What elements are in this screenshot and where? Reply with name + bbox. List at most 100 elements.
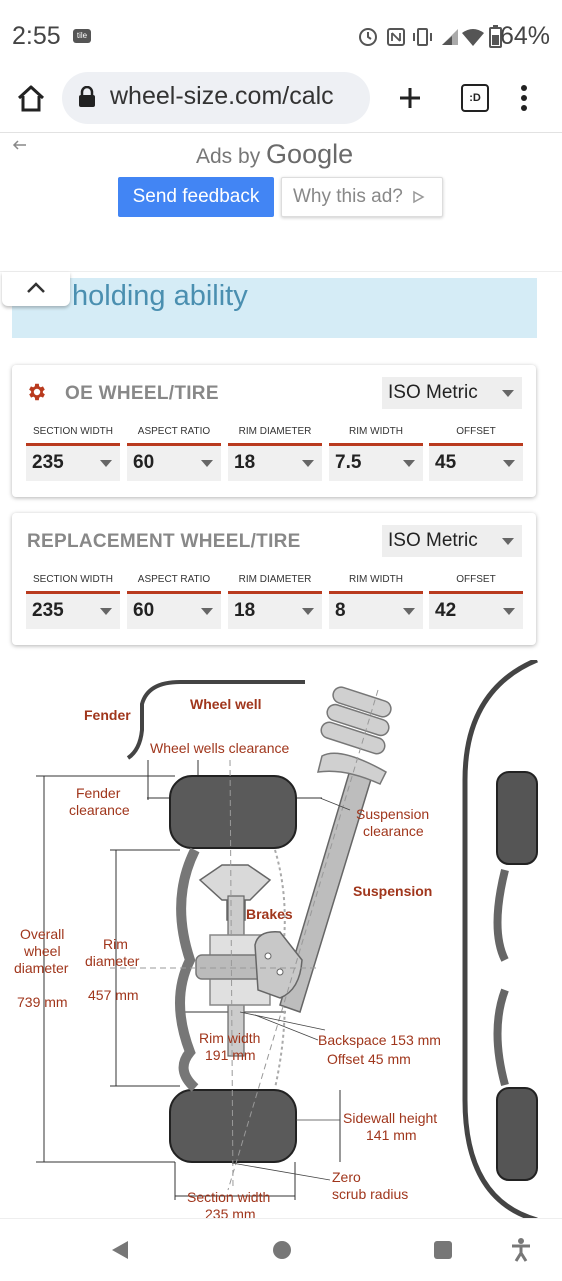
oe-system-select[interactable]: ISO Metric bbox=[382, 377, 522, 409]
label-rim-diameter-1: Rim bbox=[103, 936, 128, 952]
replacement-system-select[interactable]: ISO Metric bbox=[382, 525, 522, 557]
chevron-down-icon bbox=[302, 608, 314, 615]
android-nav-bar bbox=[0, 1218, 562, 1281]
nfc-icon bbox=[387, 28, 405, 46]
label-rim-width-1: Rim width bbox=[199, 1030, 261, 1046]
ad-collapse-button[interactable] bbox=[2, 272, 70, 306]
chevron-down-icon bbox=[403, 460, 415, 467]
label-overall-value: 739 mm bbox=[17, 994, 68, 1010]
chevron-down-icon bbox=[502, 538, 514, 545]
leader-lines bbox=[231, 797, 351, 1181]
alarm-icon bbox=[359, 28, 377, 46]
label-rim-diameter-2: diameter bbox=[85, 953, 140, 969]
field-value: 60 bbox=[133, 600, 155, 621]
new-tab-icon[interactable] bbox=[398, 86, 422, 110]
oe-aspect-ratio-field: ASPECT RATIO 60 bbox=[127, 425, 221, 481]
bolt-2 bbox=[276, 968, 284, 976]
label-suspension-clearance-2: clearance bbox=[363, 823, 424, 839]
oe-wheel-tire-card: OE WHEEL/TIRE ISO Metric SECTION WIDTH 2… bbox=[12, 365, 536, 497]
oe-section-width-select[interactable]: 235 bbox=[26, 443, 120, 481]
send-feedback-button[interactable]: Send feedback bbox=[118, 177, 274, 217]
oe-rim-diameter-select[interactable]: 18 bbox=[228, 443, 322, 481]
chevron-down-icon bbox=[100, 460, 112, 467]
chevron-down-icon bbox=[503, 608, 515, 615]
label-offset: Offset 45 mm bbox=[327, 1051, 411, 1067]
label-zero-1: Zero bbox=[332, 1169, 361, 1185]
field-value: 7.5 bbox=[335, 452, 362, 473]
field-value: 42 bbox=[435, 600, 457, 621]
home-icon[interactable] bbox=[16, 84, 46, 112]
label-rim-diameter-value: 457 mm bbox=[88, 987, 139, 1003]
field-label: RIM WIDTH bbox=[349, 426, 403, 437]
field-label: OFFSET bbox=[456, 426, 496, 437]
wifi-icon bbox=[462, 29, 484, 46]
recents-icon[interactable] bbox=[432, 1239, 454, 1261]
google-logo: Google bbox=[266, 139, 354, 169]
label-fender-clearance-1: Fender bbox=[76, 785, 121, 801]
chevron-down-icon bbox=[502, 390, 514, 397]
rep-aspect-ratio-field: ASPECT RATIO 60 bbox=[127, 573, 221, 629]
label-section-1: Section width bbox=[187, 1189, 271, 1205]
rep-rim-diameter-select[interactable]: 18 bbox=[228, 591, 322, 629]
replacement-wheel-tire-card: REPLACEMENT WHEEL/TIRE ISO Metric SECTIO… bbox=[12, 513, 536, 645]
status-time: 2:55 bbox=[12, 22, 61, 50]
oe-offset-select[interactable]: 45 bbox=[429, 443, 523, 481]
rim-outline bbox=[274, 849, 286, 1089]
fender-shape bbox=[126, 680, 305, 760]
rep-offset-field: OFFSET 42 bbox=[429, 573, 523, 629]
oe-rim-width-select[interactable]: 7.5 bbox=[329, 443, 423, 481]
chevron-up-icon bbox=[27, 282, 45, 293]
rep-section-width-field: SECTION WIDTH 235 bbox=[26, 573, 120, 629]
browser-toolbar: wheel-size.com/calc :D bbox=[0, 70, 562, 133]
rep-rim-width-select[interactable]: 8 bbox=[329, 591, 423, 629]
replacement-system-value: ISO Metric bbox=[388, 530, 478, 551]
rim-profile bbox=[175, 847, 200, 1092]
field-label: ASPECT RATIO bbox=[137, 426, 211, 437]
field-value: 8 bbox=[335, 600, 346, 621]
rep-aspect-ratio-select[interactable]: 60 bbox=[127, 591, 221, 629]
tab-switcher-icon[interactable]: :D bbox=[461, 84, 489, 112]
address-bar[interactable] bbox=[62, 72, 370, 124]
rep-rim-width-field: RIM WIDTH 8 bbox=[329, 573, 423, 629]
chevron-down-icon bbox=[302, 460, 314, 467]
wheel-centerline bbox=[229, 759, 234, 1191]
bolt-1 bbox=[264, 952, 272, 960]
label-backspace: Backspace 153 mm bbox=[318, 1032, 441, 1048]
oe-offset-field: OFFSET 45 bbox=[429, 425, 523, 481]
tire-top bbox=[169, 775, 297, 849]
label-fender: Fender bbox=[84, 707, 131, 723]
back-icon[interactable] bbox=[108, 1239, 130, 1261]
label-fender-clearance-2: clearance bbox=[69, 802, 130, 818]
field-value: 60 bbox=[133, 452, 155, 473]
field-label: RIM DIAMETER bbox=[238, 574, 312, 585]
comparison-wheel-frame bbox=[462, 660, 538, 1220]
label-rim-width-2: 191 mm bbox=[205, 1047, 256, 1063]
label-sidewall-1: Sidewall height bbox=[343, 1110, 438, 1126]
banner-text: holding ability bbox=[72, 280, 248, 312]
rep-offset-select[interactable]: 42 bbox=[429, 591, 523, 629]
battery-icon bbox=[489, 25, 502, 48]
label-sidewall-2: 141 mm bbox=[366, 1127, 417, 1143]
why-this-ad-button[interactable]: Why this ad? bbox=[281, 177, 443, 217]
comparison-rim bbox=[493, 869, 509, 1087]
field-label: RIM DIAMETER bbox=[238, 426, 312, 437]
label-zero-2: scrub radius bbox=[332, 1186, 409, 1202]
field-label: OFFSET bbox=[456, 574, 496, 585]
label-overall-2: wheel bbox=[24, 943, 61, 959]
label-overall-1: Overall bbox=[20, 926, 65, 942]
accessibility-icon[interactable] bbox=[509, 1237, 533, 1263]
oe-aspect-ratio-select[interactable]: 60 bbox=[127, 443, 221, 481]
wheel-diagram-drawing bbox=[36, 660, 538, 1220]
more-menu-icon[interactable] bbox=[519, 84, 529, 112]
ad-back-arrow-icon[interactable] bbox=[12, 139, 28, 151]
lock-icon[interactable] bbox=[78, 86, 96, 108]
replacement-card-title: REPLACEMENT WHEEL/TIRE bbox=[27, 531, 301, 552]
label-brakes: Brakes bbox=[246, 906, 293, 922]
label-wheel-wells-clearance: Wheel wells clearance bbox=[150, 740, 290, 756]
url-text[interactable]: wheel-size.com/calc bbox=[110, 82, 334, 110]
field-value: 18 bbox=[234, 452, 256, 473]
field-value: 235 bbox=[32, 452, 64, 473]
home-nav-icon[interactable] bbox=[271, 1239, 293, 1261]
oe-system-value: ISO Metric bbox=[388, 382, 478, 403]
rep-section-width-select[interactable]: 235 bbox=[26, 591, 120, 629]
